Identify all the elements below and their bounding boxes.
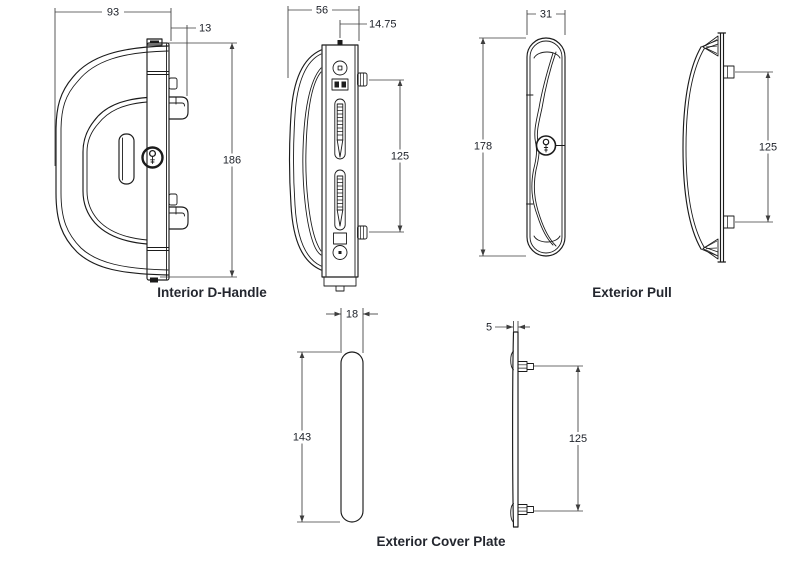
dim-label-143: 143 — [293, 432, 311, 444]
dimension-fixing-centres-125: 125 — [735, 71, 781, 223]
fixing-peg-bottom — [723, 215, 735, 229]
fixing-peg-top — [723, 65, 735, 79]
grip-recess-inner — [86, 101, 148, 241]
dimension-thickness-5: 5 — [486, 321, 530, 334]
base-block — [323, 276, 357, 287]
dim-label-125-cover: 125 — [569, 433, 587, 445]
latch-window — [331, 78, 349, 91]
dimension-hook-offset-13: 13 — [170, 23, 211, 96]
dimension-height-186: 186 — [160, 42, 245, 278]
label-exterior-cover-plate: Exterior Cover Plate — [376, 534, 506, 549]
handle-grip-profile — [288, 49, 322, 271]
dimension-depth-56: 56 — [287, 4, 360, 78]
dim-label-186: 186 — [223, 155, 241, 167]
view-exterior-cover-plate-front: 18 143 Exterior Cover Plate — [288, 308, 506, 549]
keyhole-icon — [535, 135, 566, 156]
grip-wave-inner — [531, 52, 554, 246]
bottom-foot — [702, 238, 719, 260]
keep-window — [333, 232, 347, 245]
top-fixing-marker — [337, 40, 343, 46]
slot-top — [334, 98, 346, 160]
view-exterior-pull-side: 125 — [682, 32, 781, 263]
plate-profile — [510, 331, 534, 528]
edge-ticks — [526, 94, 534, 205]
fixing-peg-bottom — [357, 225, 368, 240]
dimension-fixing-centres-125: 125 — [369, 79, 413, 233]
backplate — [146, 38, 170, 283]
dimension-width-18: 18 — [326, 308, 378, 353]
base-tab — [335, 285, 345, 292]
view-interior-d-handle-front: 93 13 186 Interior D-Handle — [54, 6, 267, 300]
top-curl — [510, 350, 514, 371]
screw-bottom-icon — [332, 245, 348, 260]
pull-body — [526, 37, 566, 257]
dim-label-31: 31 — [540, 9, 552, 21]
fixing-peg-top — [357, 72, 368, 87]
grip-recess-outer — [82, 96, 148, 245]
dim-label-125-pull: 125 — [759, 142, 777, 154]
fixing-hooks — [168, 77, 189, 230]
keyhole-icon — [141, 146, 164, 169]
dimension-height-143: 143 — [288, 351, 340, 523]
top-clip — [146, 38, 163, 46]
lock-body — [321, 40, 368, 292]
dim-label-93: 93 — [107, 7, 119, 19]
dim-label-56: 56 — [316, 5, 328, 17]
dim-label-18: 18 — [346, 309, 358, 321]
top-foot — [702, 35, 719, 57]
view-exterior-cover-plate-side: 5 125 — [486, 321, 591, 528]
label-exterior-pull: Exterior Pull — [592, 285, 672, 300]
d-handle-body — [55, 45, 170, 276]
snib-tab — [118, 133, 135, 185]
dim-label-5: 5 — [486, 322, 492, 334]
bottom-tab — [150, 277, 158, 283]
grip-wave-outer — [533, 51, 557, 247]
slot-bottom — [334, 169, 346, 231]
screw-top-icon — [332, 60, 348, 76]
view-interior-d-handle-side: 56 14.75 125 — [287, 4, 413, 292]
dim-label-13: 13 — [199, 23, 211, 35]
dimension-height-178: 178 — [469, 37, 526, 257]
label-interior-d-handle: Interior D-Handle — [157, 285, 267, 300]
view-exterior-pull-front: 31 178 Exterior Pull — [469, 8, 672, 300]
dim-label-125-handle: 125 — [391, 151, 409, 163]
bottom-curl — [510, 503, 514, 523]
dimension-fixing-centres-125: 125 — [534, 365, 591, 512]
dimension-width-31: 31 — [526, 8, 566, 35]
dimension-width-93: 93 — [54, 6, 172, 166]
dim-label-178: 178 — [474, 141, 492, 153]
fixing-peg-top — [517, 361, 534, 372]
fixing-peg-bottom — [517, 504, 534, 515]
dimension-screw-offset-14.75: 14.75 — [339, 19, 397, 38]
dim-label-14-75: 14.75 — [369, 19, 397, 31]
pull-profile — [682, 32, 735, 263]
cover-plate-face — [340, 351, 364, 523]
